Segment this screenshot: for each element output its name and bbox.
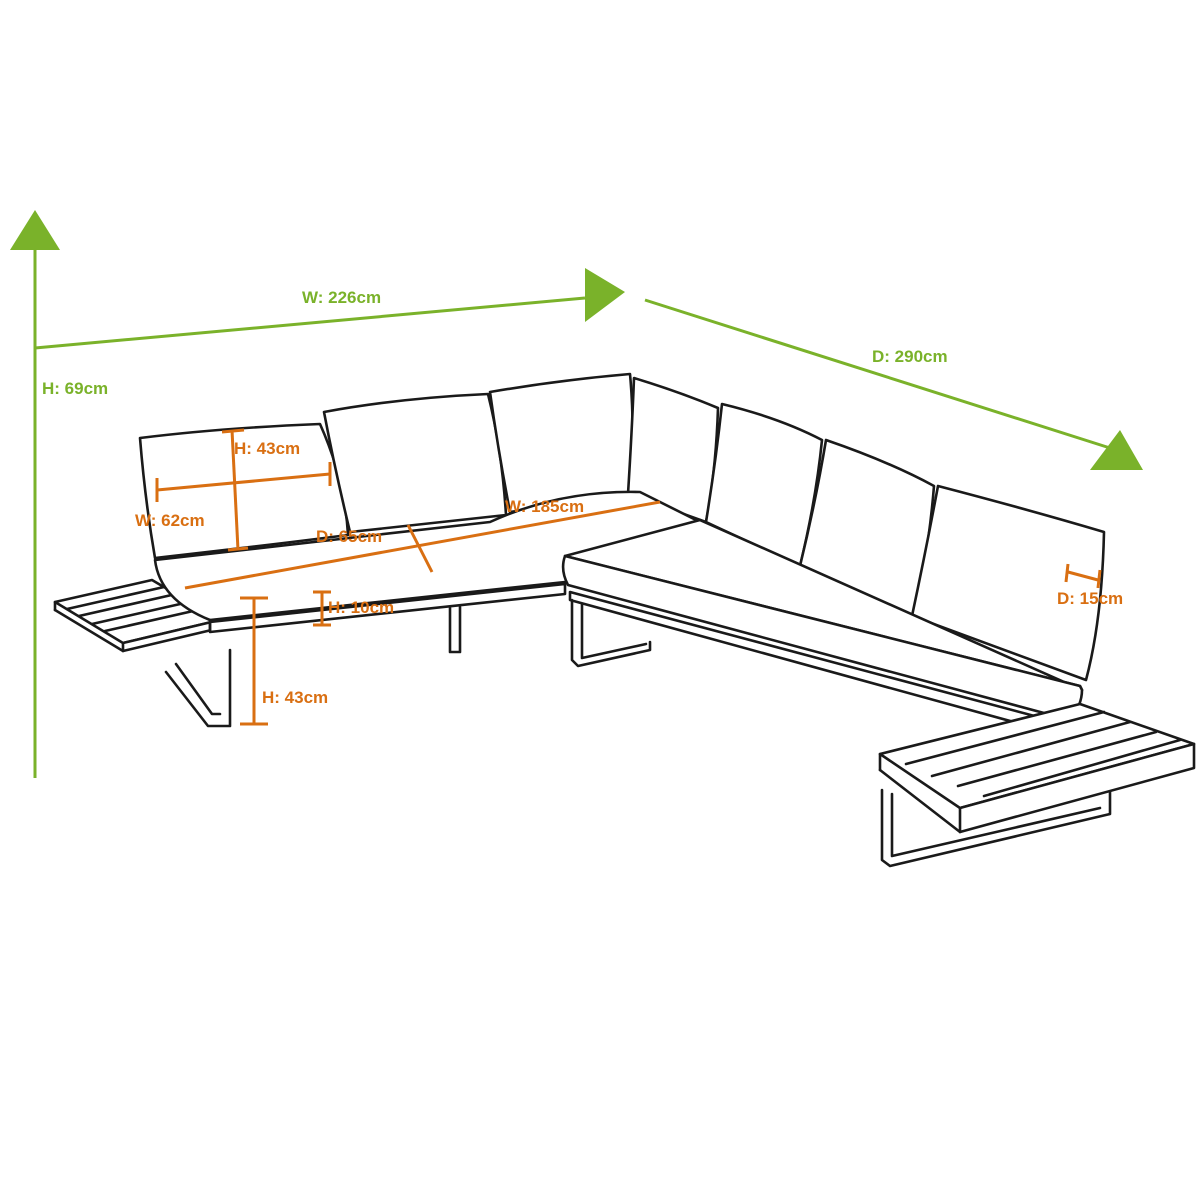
seat-depth-label: D: 65cm — [316, 527, 382, 546]
overall-width-arrow — [34, 268, 625, 350]
overall-height-arrow — [10, 210, 60, 778]
overall-depth-label: D: 290cm — [872, 347, 948, 366]
overall-width-label: W: 226cm — [302, 288, 381, 307]
seat-depth-line — [406, 524, 434, 573]
seat-cushion-height-label: H: 10cm — [328, 598, 394, 617]
detail-dimension-lines — [155, 428, 1102, 726]
overall-height-label: H: 69cm — [42, 379, 108, 398]
left-seat-cushion — [153, 490, 702, 632]
back-depth-line — [1067, 570, 1099, 582]
seat-height-label: H: 43cm — [262, 688, 328, 707]
back-cushion-width-label: W: 62cm — [135, 511, 205, 530]
overall-depth-arrow — [644, 298, 1143, 470]
right-side-table — [878, 702, 1196, 868]
back-cushions — [138, 372, 1106, 682]
back-cushion-height-label: H: 43cm — [234, 439, 300, 458]
corner-sofa-drawing — [53, 372, 1196, 868]
back-cushion-depth-label: D: 15cm — [1057, 589, 1123, 608]
seat-width-label: W: 185cm — [505, 497, 584, 516]
right-chaise — [561, 518, 1084, 740]
cushion-height-line — [230, 429, 240, 551]
seat-width-line — [184, 500, 661, 590]
cushion-width-line — [156, 472, 331, 492]
